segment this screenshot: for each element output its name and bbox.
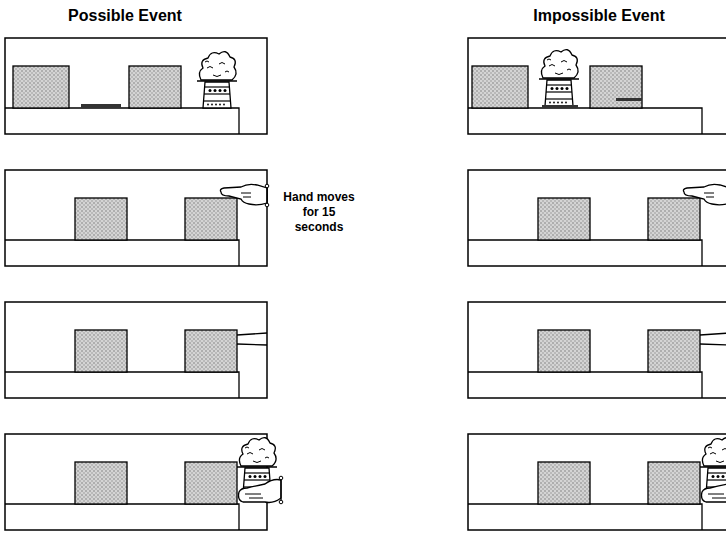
timing-note: Hand moves for 15 seconds (281, 190, 357, 235)
column-heading: Possible Event (5, 6, 245, 25)
column-heading: Impossible Event (468, 6, 726, 25)
